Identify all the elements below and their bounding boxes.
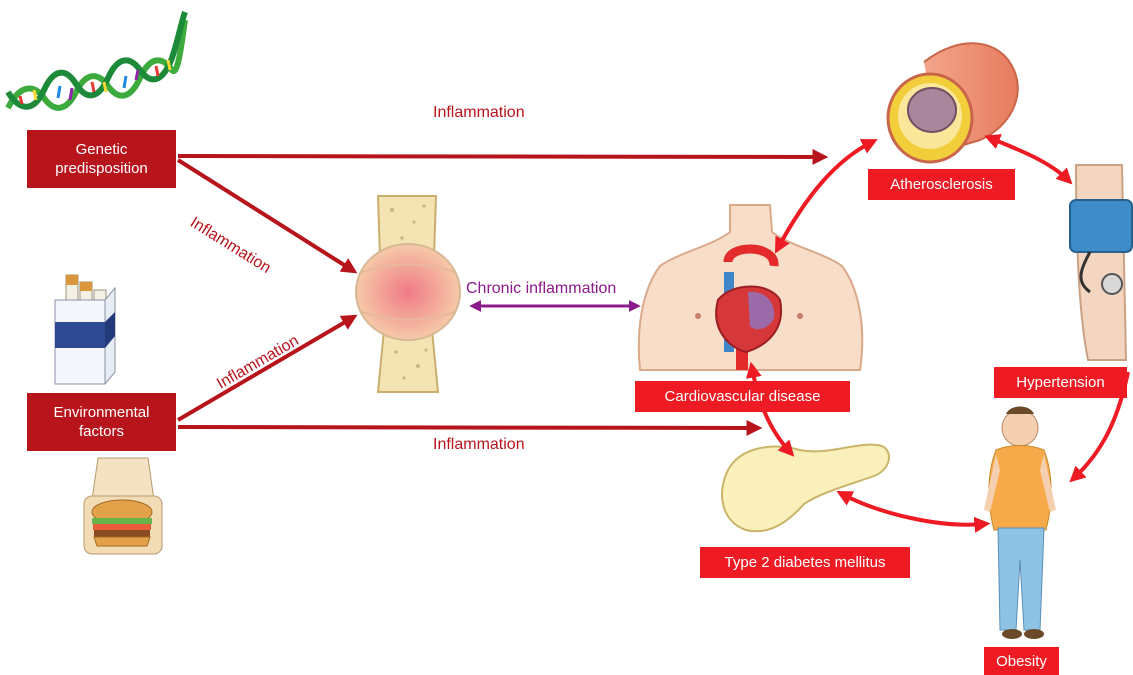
obesity-box: Obesity	[984, 647, 1059, 675]
genetic-to-artery-arrow	[178, 156, 822, 157]
pancreas-icon	[722, 445, 889, 532]
atherosclerosis-box: Atherosclerosis	[868, 169, 1015, 200]
heart-torso-icon	[639, 205, 862, 370]
cigarette-pack-icon	[55, 275, 115, 384]
blood-pressure-cuff-icon	[1070, 165, 1132, 360]
artery-plaque-icon	[888, 43, 1018, 162]
burger-box-icon	[84, 458, 162, 554]
hypertension-box: Hypertension	[994, 367, 1127, 398]
genetic-predisposition-box: Genetic predisposition	[27, 130, 176, 188]
obesity-diabetes-arrow	[842, 494, 984, 525]
genetic-to-joint-arrow	[178, 160, 352, 270]
inflammation-label-top: Inflammation	[433, 104, 525, 122]
chronic-inflammation-label: Chronic inflammation	[466, 280, 616, 298]
inflamed-joint-icon	[356, 196, 460, 392]
environmental-factors-box: Environmental factors	[27, 393, 176, 451]
obese-person-icon	[984, 407, 1056, 640]
type2-diabetes-box: Type 2 diabetes mellitus	[700, 547, 910, 578]
inflammation-label-bottom: Inflammation	[433, 436, 525, 454]
env-to-heart-arrow	[178, 427, 756, 428]
cardiovascular-disease-box: Cardiovascular disease	[635, 381, 850, 412]
dna-helix-icon	[8, 12, 185, 108]
